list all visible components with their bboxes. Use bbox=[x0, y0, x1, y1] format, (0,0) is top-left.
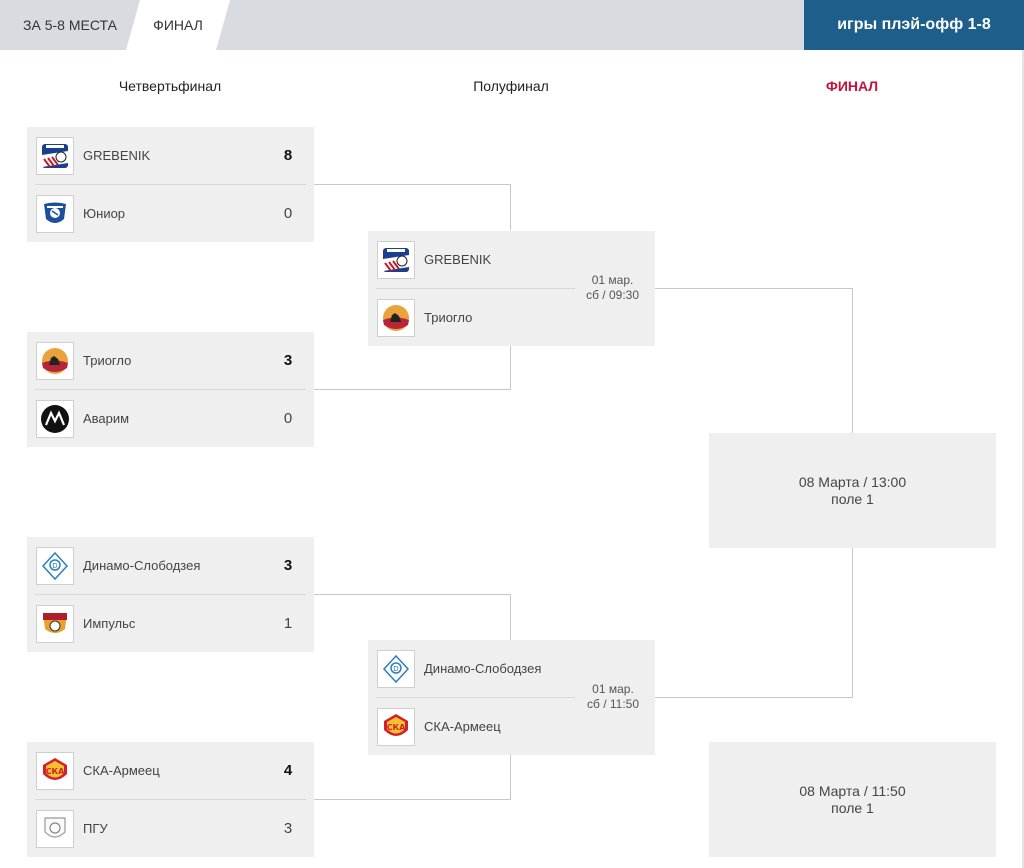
team-name: СКА-Армеец bbox=[424, 719, 501, 734]
grebenik-logo-icon bbox=[36, 136, 74, 175]
match-datetime: 01 мар. сб / 11:50 bbox=[587, 682, 639, 712]
team-name: Юниор bbox=[83, 206, 126, 221]
row-divider bbox=[35, 184, 306, 185]
match-date: 01 мар. bbox=[591, 273, 634, 287]
team-name: GREBENIK bbox=[424, 252, 492, 267]
svg-text:D: D bbox=[52, 562, 57, 570]
match-team-row[interactable]: GREBENIK bbox=[368, 231, 655, 288]
top-tab-bar: ЗА 5-8 МЕСТА ФИНАЛ игры плэй-офф 1-8 bbox=[0, 0, 1024, 50]
final-field: поле 1 bbox=[831, 490, 874, 507]
team-name: СКА-Армеец bbox=[83, 763, 160, 778]
match-datetime: 01 мар. сб / 09:30 bbox=[586, 273, 639, 303]
row-divider bbox=[35, 594, 306, 595]
connector-line bbox=[510, 594, 511, 640]
match-team-row[interactable]: D Динамо-Слободзея 3 bbox=[27, 537, 314, 594]
pgu-logo-icon bbox=[36, 809, 74, 848]
round-title-quarterfinal: Четвертьфинал bbox=[118, 78, 222, 94]
team-name: Аварим bbox=[83, 411, 130, 426]
connector-line bbox=[510, 345, 511, 390]
semifinal-match-1[interactable]: GREBENIK Триогло 01 мар. сб / 09:30 bbox=[368, 231, 655, 346]
ska-logo-icon: СКА bbox=[36, 751, 74, 790]
connector-line bbox=[852, 548, 853, 698]
impuls-logo-icon bbox=[36, 604, 74, 643]
match-datetime-text: 08 Марта / 11:50 bbox=[799, 782, 906, 799]
team-score: 1 bbox=[283, 615, 293, 632]
match-team-row[interactable]: СКА СКА-Армеец bbox=[368, 698, 655, 755]
team-name: Триогло bbox=[83, 353, 132, 368]
match-time: сб / 11:50 bbox=[586, 697, 639, 711]
connector-line bbox=[655, 288, 853, 289]
team-name: Триогло bbox=[424, 310, 473, 325]
round-title-final: ФИНАЛ bbox=[825, 78, 879, 94]
tab-final[interactable]: ФИНАЛ bbox=[126, 0, 230, 50]
team-name: GREBENIK bbox=[83, 148, 151, 163]
tab-playoff-1-8[interactable]: игры плэй-офф 1-8 bbox=[804, 0, 1024, 50]
match-team-row[interactable]: Аварим 0 bbox=[27, 390, 314, 447]
team-score: 3 bbox=[283, 557, 293, 574]
quarterfinal-match-3[interactable]: D Динамо-Слободзея 3 Импульс 1 bbox=[27, 537, 314, 652]
team-name: Импульс bbox=[83, 616, 136, 631]
trioglo-logo-icon bbox=[377, 298, 415, 337]
round-title-semifinal: Полуфинал bbox=[473, 78, 549, 94]
team-score: 4 bbox=[283, 762, 293, 779]
dinamo-logo-icon: D bbox=[377, 649, 415, 688]
team-score: 3 bbox=[283, 352, 293, 369]
junior-logo-icon bbox=[36, 194, 74, 233]
row-divider bbox=[376, 288, 575, 289]
connector-line bbox=[852, 288, 853, 433]
semifinal-match-2[interactable]: D Динамо-Слободзея СКА СКА-Армеец 01 мар… bbox=[368, 640, 655, 755]
row-divider bbox=[376, 697, 575, 698]
grebenik-logo-icon bbox=[377, 240, 415, 279]
row-divider bbox=[35, 389, 306, 390]
team-score: 0 bbox=[283, 410, 293, 427]
connector-line bbox=[510, 184, 511, 230]
match-field: поле 1 bbox=[831, 799, 874, 816]
right-border bbox=[1022, 50, 1024, 868]
connector-line bbox=[655, 697, 853, 698]
connector-line bbox=[314, 594, 511, 595]
row-divider bbox=[35, 799, 306, 800]
svg-text:СКА: СКА bbox=[387, 723, 406, 732]
match-team-row[interactable]: СКА СКА-Армеец 4 bbox=[27, 742, 314, 799]
quarterfinal-match-4[interactable]: СКА СКА-Армеец 4 ПГУ 3 bbox=[27, 742, 314, 857]
match-team-row[interactable]: Юниор 0 bbox=[27, 185, 314, 242]
connector-line bbox=[314, 184, 511, 185]
connector-line bbox=[314, 799, 511, 800]
match-time: сб / 09:30 bbox=[586, 288, 639, 302]
svg-text:СКА: СКА bbox=[46, 767, 65, 776]
ska-logo-icon: СКА bbox=[377, 707, 415, 746]
final-match[interactable]: 08 Марта / 13:00 поле 1 bbox=[709, 433, 996, 548]
team-score: 0 bbox=[283, 205, 293, 222]
team-name: Динамо-Слободзея bbox=[424, 661, 542, 676]
connector-line bbox=[510, 755, 511, 800]
match-team-row[interactable]: Триогло 3 bbox=[27, 332, 314, 389]
third-place-match[interactable]: 08 Марта / 11:50 поле 1 bbox=[709, 742, 996, 857]
final-datetime: 08 Марта / 13:00 bbox=[798, 473, 907, 490]
match-team-row[interactable]: Триогло bbox=[368, 289, 655, 346]
quarterfinal-match-2[interactable]: Триогло 3 Аварим 0 bbox=[27, 332, 314, 447]
dinamo-logo-icon: D bbox=[36, 546, 74, 585]
match-team-row[interactable]: Импульс 1 bbox=[27, 595, 314, 652]
svg-text:D: D bbox=[393, 665, 398, 673]
team-name: ПГУ bbox=[83, 821, 108, 836]
avarim-logo-icon bbox=[36, 399, 74, 438]
team-score: 8 bbox=[283, 147, 293, 164]
tab-places-5-8[interactable]: ЗА 5-8 МЕСТА bbox=[23, 17, 117, 33]
match-date: 01 мар. bbox=[592, 682, 634, 696]
team-score: 3 bbox=[283, 820, 293, 837]
connector-line bbox=[314, 389, 511, 390]
team-name: Динамо-Слободзея bbox=[83, 558, 201, 573]
match-team-row[interactable]: D Динамо-Слободзея bbox=[368, 640, 655, 697]
quarterfinal-match-1[interactable]: GREBENIK 8 Юниор 0 bbox=[27, 127, 314, 242]
match-team-row[interactable]: GREBENIK 8 bbox=[27, 127, 314, 184]
trioglo-logo-icon bbox=[36, 341, 74, 380]
match-team-row[interactable]: ПГУ 3 bbox=[27, 800, 314, 857]
